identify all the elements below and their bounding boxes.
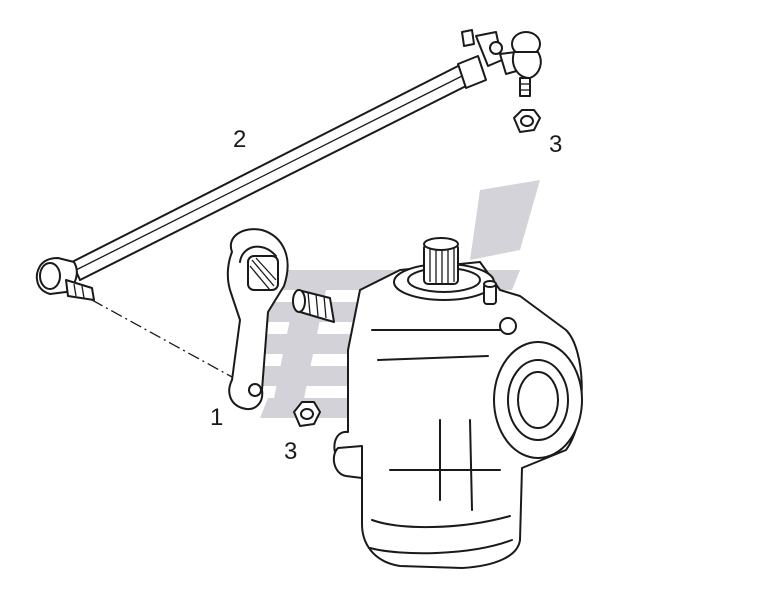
callout-nut-top: 3 [549, 131, 563, 158]
callout-tie-rod: 2 [233, 126, 247, 153]
callout-pitman-arm: 1 [210, 404, 224, 431]
pitman-arm [226, 228, 289, 410]
assembly-center-line [91, 299, 253, 389]
callout-nut-bottom: 3 [284, 438, 298, 465]
tie-rod [35, 29, 542, 301]
nut-top [513, 109, 541, 133]
nut-bottom [293, 401, 321, 427]
steering-gear-box [292, 237, 583, 569]
